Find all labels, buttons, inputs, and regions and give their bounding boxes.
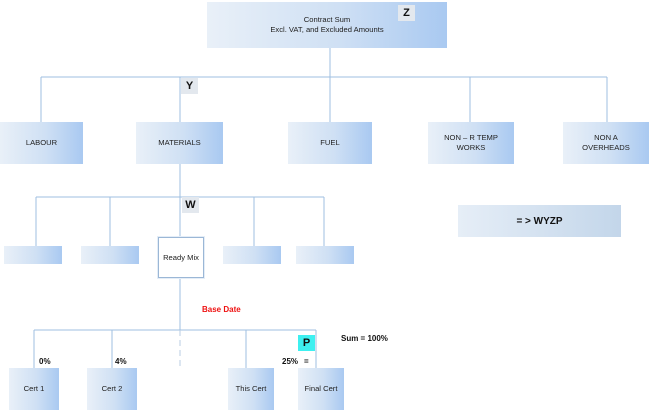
- formula-box: = > WYZP: [458, 205, 621, 237]
- node-non-a-line1: NON A: [594, 133, 618, 142]
- cert-2-percent: 4%: [115, 357, 127, 366]
- contract-sum-line2: Excl. VAT, and Excluded Amounts: [270, 25, 384, 34]
- sum-label: Sum = 100%: [341, 334, 388, 343]
- badge-p: P: [298, 335, 315, 351]
- node-non-r-temp-works: NON – R TEMP WORKS: [428, 122, 514, 164]
- final-cert-percent: 25%: [282, 357, 299, 366]
- node-fuel-label: FUEL: [320, 138, 340, 147]
- ready-mix-label: Ready Mix: [163, 252, 199, 262]
- cert-1-label: Cert 1: [23, 384, 45, 393]
- equals-sign: =: [304, 357, 309, 366]
- contract-sum-line1: Contract Sum: [303, 15, 351, 24]
- material-sub-box-1: [4, 246, 62, 264]
- material-sub-box-5: [296, 246, 354, 264]
- final-cert-label: Final Cert: [304, 384, 338, 393]
- badge-w: W: [182, 197, 199, 213]
- node-ready-mix: Ready Mix: [158, 237, 204, 278]
- node-fuel: FUEL: [288, 122, 372, 164]
- badge-z: Z: [398, 5, 415, 21]
- node-final-cert: Final Cert: [298, 368, 344, 410]
- formula-label: = > WYZP: [516, 215, 563, 227]
- node-non-r-temp-line2: WORKS: [456, 143, 486, 152]
- node-materials: MATERIALS: [136, 122, 223, 164]
- node-labour: LABOUR: [0, 122, 83, 164]
- node-non-a-line2: OVERHEADS: [582, 143, 630, 152]
- badge-y: Y: [181, 78, 198, 94]
- node-cert-2: Cert 2: [87, 368, 137, 410]
- cert-1-percent: 0%: [39, 357, 51, 366]
- node-non-a-overheads: NON A OVERHEADS: [563, 122, 649, 164]
- base-date-label: Base Date: [202, 305, 241, 314]
- cert-2-label: Cert 2: [101, 384, 123, 393]
- material-sub-box-2: [81, 246, 139, 264]
- contract-sum-box: Contract Sum Excl. VAT, and Excluded Amo…: [207, 2, 447, 48]
- node-this-cert: This Cert: [228, 368, 274, 410]
- material-sub-box-4: [223, 246, 281, 264]
- node-cert-1: Cert 1: [9, 368, 59, 410]
- node-materials-label: MATERIALS: [158, 138, 201, 147]
- node-non-r-temp-line1: NON – R TEMP: [444, 133, 498, 142]
- this-cert-label: This Cert: [235, 384, 267, 393]
- node-labour-label: LABOUR: [25, 138, 58, 147]
